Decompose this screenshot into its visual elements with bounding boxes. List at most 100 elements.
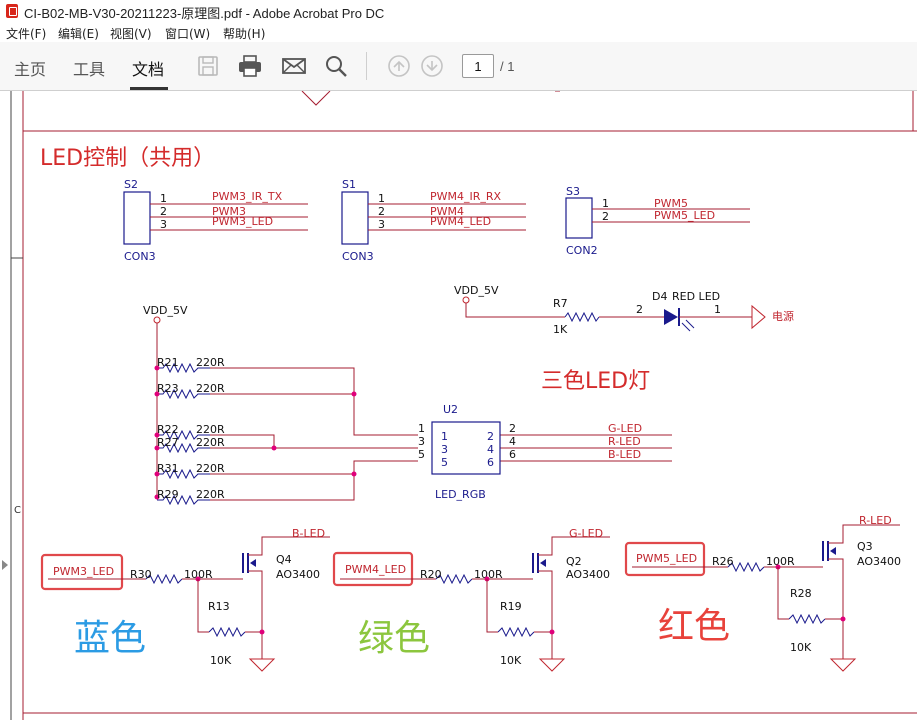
vdd-label: VDD_5V xyxy=(143,304,188,317)
pin-number: 2 xyxy=(378,205,385,218)
output-net: G-LED xyxy=(569,527,603,540)
ic-ref: U2 xyxy=(443,403,458,416)
net-label: R-LED xyxy=(608,435,641,448)
print-icon xyxy=(239,55,261,77)
resistor-ref: R20 xyxy=(420,568,442,581)
driver-blue: PWM3_LED R30 100R R13 10K B-LED Q4 AO340… xyxy=(40,527,330,672)
tab-tools[interactable]: 工具 xyxy=(73,60,106,79)
resistor-value: 220R xyxy=(196,382,225,395)
resistor-ref: R31 xyxy=(157,462,179,475)
net-label: PWM4_LED xyxy=(430,215,491,228)
fet-part: AO3400 xyxy=(857,555,901,568)
net-label: B-LED xyxy=(608,448,641,461)
output-net: B-LED xyxy=(292,527,325,540)
pin-number: 4 xyxy=(487,443,494,456)
resistor-value: 220R xyxy=(196,488,225,501)
resistor-value: 10K xyxy=(790,641,812,654)
resistor-value: 220R xyxy=(196,356,225,369)
pin-number: 2 xyxy=(602,210,609,223)
zone-label: C xyxy=(14,505,21,516)
net-label: G-LED xyxy=(608,422,642,435)
pin-number: 2 xyxy=(509,422,516,435)
tri-color-label: 三色LED灯 xyxy=(541,369,650,394)
net-label: PWM5 xyxy=(654,197,688,210)
resistor-ref: R23 xyxy=(157,382,179,395)
resistor-ref: R26 xyxy=(712,555,734,568)
section-title: LED控制（共用） xyxy=(40,146,215,171)
net-label: PWM4 xyxy=(430,205,464,218)
pin-number: 2 xyxy=(636,303,643,316)
resistor-ref: R29 xyxy=(157,488,179,501)
email-icon xyxy=(282,58,306,74)
title-bar: CI-B02-MB-V30-20211223-原理图.pdf - Adobe A… xyxy=(0,0,917,23)
connector-ref: S3 xyxy=(566,185,580,198)
fet-ref: Q3 xyxy=(857,540,873,553)
expand-panel-arrow-icon[interactable] xyxy=(2,560,8,570)
document-viewport[interactable] xyxy=(0,91,917,720)
tab-home[interactable]: 主页 xyxy=(14,60,47,79)
active-tab-indicator xyxy=(130,87,168,90)
drawing-frame xyxy=(10,91,917,720)
connector-s2: S2 CON3 1 2 3 PWM3_IR_TX PWM3 PWM3_LED xyxy=(123,178,308,263)
pin-number: 1 xyxy=(714,303,721,316)
menu-help[interactable]: 帮助(H) xyxy=(223,27,266,41)
next-page-icon xyxy=(421,55,443,77)
resistor-ref: R7 xyxy=(553,297,568,310)
fet-ref: Q2 xyxy=(566,555,582,568)
menu-file[interactable]: 文件(F) xyxy=(6,27,47,41)
connector-s1: S1 CON3 1 2 3 PWM4_IR_RX PWM4 PWM4_LED xyxy=(341,178,526,263)
pin-number: 1 xyxy=(602,197,609,210)
resistor-value: 100R xyxy=(766,555,795,568)
net-label: PWM3_LED xyxy=(212,215,273,228)
resistor-value: 1K xyxy=(553,323,568,336)
connector-part: CON3 xyxy=(342,250,374,263)
driver-green: PWM4_LED R20 100R R19 10K G-LED Q2 AO340… xyxy=(332,527,610,672)
pin-number: 1 xyxy=(418,422,425,435)
pin-number: 3 xyxy=(418,435,425,448)
highlight-box xyxy=(624,541,706,577)
color-label-blue: 蓝色 xyxy=(74,618,146,659)
left-panel-gutter xyxy=(0,91,11,720)
pin-number: 1 xyxy=(441,430,448,443)
connector-ref: S1 xyxy=(342,178,356,191)
print-button[interactable] xyxy=(237,54,263,78)
resistor-ref: R28 xyxy=(790,587,812,600)
net-label: PWM4_IR_RX xyxy=(430,190,502,203)
pin-number: 6 xyxy=(487,456,494,469)
power-led-circuit: VDD_5V R7 1K 2 D4 RED LED 1 电源 xyxy=(454,284,794,336)
input-net: PWM5_LED xyxy=(636,552,697,565)
window-title: CI-B02-MB-V30-20211223-原理图.pdf - Adobe A… xyxy=(24,6,385,21)
schematic-page: C LED控制（共用） S2 CON3 1 2 3 PWM3_IR_TX PWM… xyxy=(10,91,917,720)
resistor-value: 100R xyxy=(184,568,213,581)
resistor-ref: R21 xyxy=(157,356,179,369)
pin-number: 3 xyxy=(378,218,385,231)
pin-number: 2 xyxy=(160,205,167,218)
connector-ref: S2 xyxy=(124,178,138,191)
pin-number: 5 xyxy=(418,448,425,461)
menu-edit[interactable]: 编辑(E) xyxy=(58,27,99,41)
ic-part: LED_RGB xyxy=(435,488,486,501)
resistor-value: 10K xyxy=(500,654,522,667)
menu-view[interactable]: 视图(V) xyxy=(110,27,152,41)
input-net: PWM3_LED xyxy=(53,565,114,578)
next-page-button[interactable] xyxy=(419,54,445,78)
save-button[interactable] xyxy=(195,54,221,78)
vdd-label: VDD_5V xyxy=(454,284,499,297)
pin-number: 6 xyxy=(509,448,516,461)
tab-document[interactable]: 文档 xyxy=(132,60,165,79)
search-button[interactable] xyxy=(323,54,349,78)
net-label: PWM3_IR_TX xyxy=(212,190,283,203)
net-label: PWM5_LED xyxy=(654,209,715,222)
email-button[interactable] xyxy=(281,54,307,78)
menu-bar: 文件(F) 编辑(E) 视图(V) 窗口(W) 帮助(H) xyxy=(0,22,917,42)
led-ref: D4 xyxy=(652,290,667,303)
resistor-ref: R30 xyxy=(130,568,152,581)
pin-number: 3 xyxy=(160,218,167,231)
fet-ref: Q4 xyxy=(276,553,292,566)
toolbar: 主页 工具 文档 xyxy=(0,42,917,91)
prev-page-button[interactable] xyxy=(386,54,412,78)
prev-page-icon xyxy=(388,55,410,77)
connector-part: CON3 xyxy=(124,250,156,263)
page-number-input[interactable]: 1 xyxy=(462,54,494,78)
menu-window[interactable]: 窗口(W) xyxy=(165,27,211,41)
